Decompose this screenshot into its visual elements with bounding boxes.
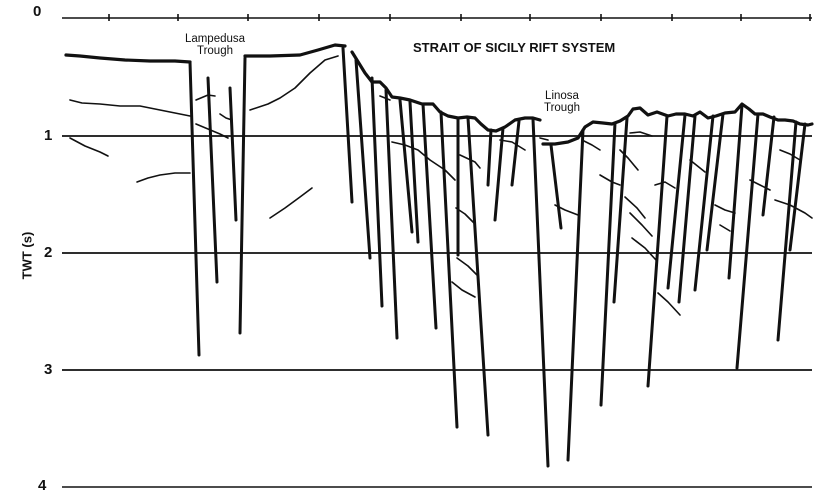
linosa-label-line2: Trough [543,102,580,114]
linosa-trough-label: Linosa Trough [522,90,602,114]
y-tick-4: 4 [38,477,47,494]
fault [646,114,669,388]
fault [735,112,760,370]
lampedusa-label-line2: Trough [196,45,233,57]
fault [238,56,247,335]
seafloor-horizon [64,43,814,146]
y-tick-1: 1 [44,127,53,144]
fault [384,88,399,340]
fault [341,46,354,204]
fault [693,114,715,292]
figure-title: STRAIT OF SICILY RIFT SYSTEM [413,40,616,55]
faults [188,46,807,468]
fault [727,103,744,280]
y-tick-3: 3 [44,361,53,378]
fault [666,113,687,290]
fault [788,122,807,252]
fault [776,120,798,342]
fault [549,143,563,230]
lampedusa-trough-label: Lampedusa Trough [170,33,260,57]
fault [761,115,776,217]
fault [493,126,505,222]
fault [677,114,697,304]
reflectors [69,55,813,316]
axes [62,14,812,488]
fault [398,98,414,234]
fault [370,76,384,308]
lampedusa-label-line1: Lampedusa [184,33,246,45]
fault [510,119,521,187]
fault [466,116,490,437]
fault [612,116,629,304]
fault [354,58,372,260]
fault [705,112,725,252]
fault [206,76,219,284]
fault [408,100,420,244]
fault [421,102,438,330]
fault [228,86,238,222]
y-axis-title: TWT (s) [19,231,35,280]
fault [599,121,617,407]
fault [439,110,459,429]
fault [188,60,201,357]
fault [566,128,585,462]
linosa-label-line1: Linosa [545,90,579,102]
y-tick-0: 0 [33,3,42,20]
fault [486,128,493,187]
y-tick-2: 2 [44,244,53,261]
fault [531,117,550,468]
top-ticks [108,14,811,21]
